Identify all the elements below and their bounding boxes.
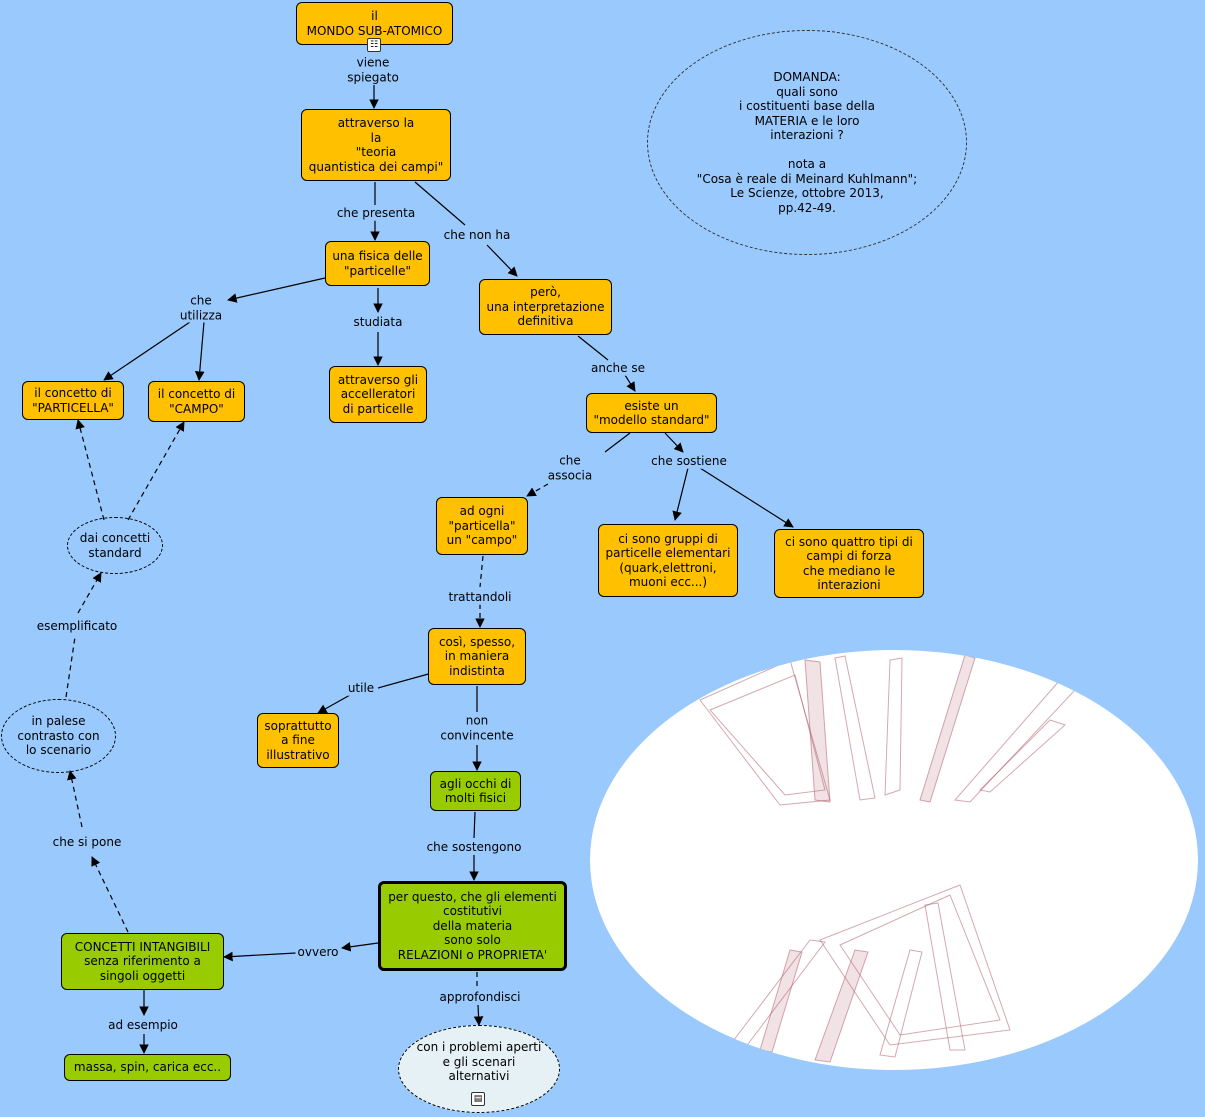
document-icon[interactable]: ▤ (471, 1092, 485, 1106)
link-trattandoli: trattandoli (446, 589, 514, 605)
node-domanda: DOMANDA: quali sono i costituenti base d… (647, 30, 967, 255)
link-che-utilizza: che utilizza (177, 293, 225, 323)
node-teoria-quantistica[interactable]: attraverso la la "teoria quantistica dei… (301, 109, 451, 181)
link-che-associa: che associa (545, 453, 595, 483)
link-ad-esempio: ad esempio (106, 1017, 180, 1033)
link-approfondisci: approfondisci (437, 989, 523, 1005)
node-massa-spin-carica[interactable]: massa, spin, carica ecc.. (64, 1054, 231, 1081)
node-relazioni-proprieta[interactable]: per questo, che gli elementi costitutivi… (378, 881, 567, 971)
link-utile: utile (345, 680, 377, 696)
node-concetto-particella[interactable]: il concetto di "PARTICELLA" (22, 381, 124, 420)
link-che-non-ha: che non ha (441, 227, 513, 243)
node-ad-ogni-particella[interactable]: ad ogni "particella" un "campo" (436, 497, 528, 555)
link-ovvero: ovvero (295, 944, 341, 960)
node-agli-occhi[interactable]: agli occhi di molti fisici (430, 771, 521, 811)
node-fisica-particelle[interactable]: una fisica delle "particelle" (325, 241, 430, 286)
link-esemplificato: esemplificato (34, 618, 120, 634)
node-quattro-campi[interactable]: ci sono quattro tipi di campi di forza c… (774, 529, 924, 598)
link-non-convincente: non convincente (438, 713, 516, 743)
node-concetto-campo[interactable]: il concetto di "CAMPO" (148, 381, 245, 422)
link-che-si-pone: che si pone (50, 834, 124, 850)
link-viene-spiegato: viene spiegato (345, 55, 401, 85)
bookshelf-image (699, 654, 1076, 1063)
node-cosi-spesso[interactable]: così, spesso, in maniera indistinta (428, 628, 526, 685)
node-acceleratori[interactable]: attraverso gli accelleratori di particel… (329, 366, 427, 423)
diagram-icon[interactable]: ☷ (367, 38, 381, 52)
node-dai-concetti-standard[interactable]: dai concetti standard (67, 517, 163, 574)
node-interpretazione[interactable]: però, una interpretazione definitiva (479, 279, 612, 335)
node-modello-standard[interactable]: esiste un "modello standard" (586, 393, 717, 433)
link-studiata: studiata (351, 314, 405, 330)
node-soprattutto[interactable]: soprattutto a fine illustrativo (257, 713, 339, 768)
node-in-palese-contrasto[interactable]: in palese contrasto con lo scenario (1, 699, 116, 773)
link-che-presenta: che presenta (334, 205, 418, 221)
node-mondo-sub-atomico[interactable]: il MONDO SUB-ATOMICO (296, 2, 453, 45)
link-anche-se: anche se (589, 360, 647, 376)
node-concetti-intangibili[interactable]: CONCETTI INTANGIBILI senza riferimento a… (61, 933, 224, 990)
link-che-sostiene: che sostiene (649, 453, 729, 469)
node-gruppi-particelle[interactable]: ci sono gruppi di particelle elementari … (598, 524, 738, 597)
illustration-image (590, 650, 1198, 1070)
link-che-sostengono: che sostengono (424, 839, 524, 855)
